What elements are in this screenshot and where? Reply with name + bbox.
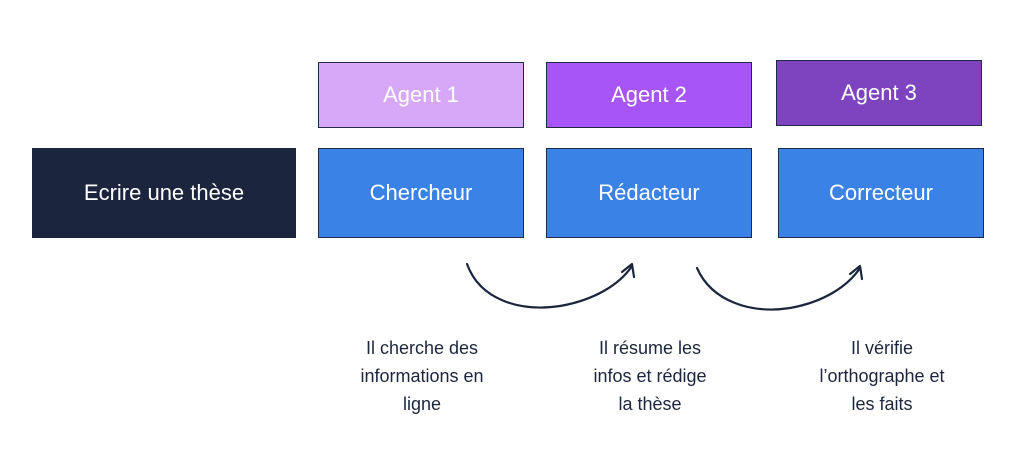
curved-arrow-2-icon — [695, 264, 864, 311]
task-box: Ecrire une thèse — [32, 148, 296, 238]
role-correcteur-box: Correcteur — [778, 148, 984, 238]
correcteur-description: Il vérifie l’orthographe et les faits — [819, 338, 945, 414]
redacteur-description: Il résume les infos et rédige la thèse — [593, 338, 707, 414]
role-correcteur-label: Correcteur — [829, 180, 933, 205]
agent-3-box: Agent 3 — [776, 60, 982, 126]
role-redacteur-label: Rédacteur — [598, 180, 700, 205]
agent-1-label: Agent 1 — [383, 82, 459, 107]
task-label: Ecrire une thèse — [83, 180, 245, 205]
chercheur-description: Il cherche des informations en ligne — [360, 338, 484, 414]
agent-2-box: Agent 2 — [546, 62, 752, 128]
role-chercheur-label: Chercheur — [369, 180, 473, 205]
role-redacteur-box: Rédacteur — [546, 148, 752, 238]
agent-2-label: Agent 2 — [611, 82, 687, 107]
agent-1-box: Agent 1 — [318, 62, 524, 128]
agent-3-label: Agent 3 — [841, 80, 917, 105]
curved-arrow-1-icon — [465, 262, 636, 309]
role-chercheur-box: Chercheur — [318, 148, 524, 238]
